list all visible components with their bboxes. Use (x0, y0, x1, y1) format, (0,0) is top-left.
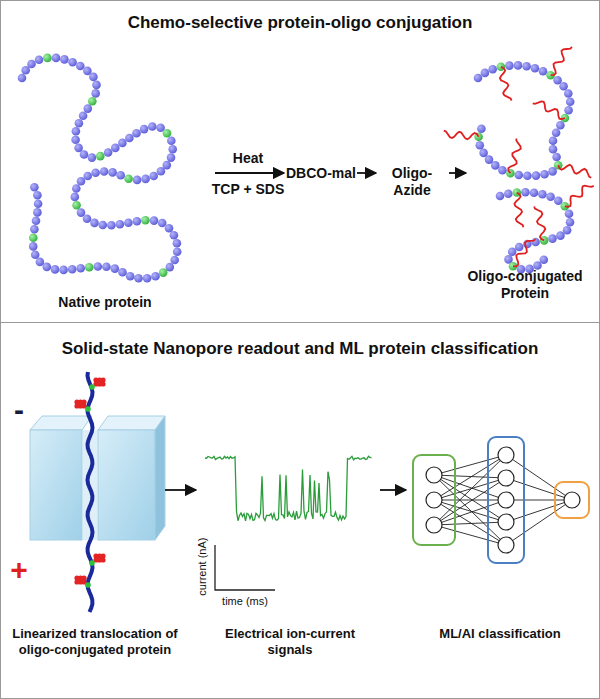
process-arrow (357, 172, 376, 174)
caption: Oligo-conjugated Protein (455, 268, 595, 302)
nanopore-membrane (30, 416, 165, 540)
process-arrow (215, 172, 284, 174)
axis-label: time (ms) (205, 595, 285, 608)
panel-heading: Chemo-selective protein-oligo conjugatio… (1, 13, 599, 33)
scale-bar (215, 545, 275, 590)
process-arrow (449, 172, 466, 174)
process-arrow (165, 489, 196, 491)
translocating-protein (74, 372, 105, 612)
step-label: TCP + SDS (198, 181, 298, 198)
polarity-sign: - (7, 392, 31, 428)
caption: Native protein (35, 294, 175, 311)
reagent-label: Oligo-Azide (374, 165, 450, 199)
native-protein (18, 54, 182, 283)
current-trace (205, 456, 372, 521)
caption: Linearized translocation of oligo-conjug… (5, 626, 185, 657)
caption: Electrical ion-current signals (205, 626, 375, 657)
panel-heading: Solid-state Nanopore readout and ML prot… (1, 339, 599, 359)
process-arrow (380, 489, 406, 491)
reagent-label: DBCO-mal (285, 165, 357, 182)
caption: ML/AI classification (420, 626, 580, 642)
conjugated-protein (444, 47, 591, 180)
axis-label: current (nA) (196, 517, 209, 617)
conjugated-protein (496, 186, 594, 274)
step-label: Heat (203, 150, 293, 167)
polarity-sign: + (7, 552, 31, 588)
neural-network (413, 437, 589, 563)
